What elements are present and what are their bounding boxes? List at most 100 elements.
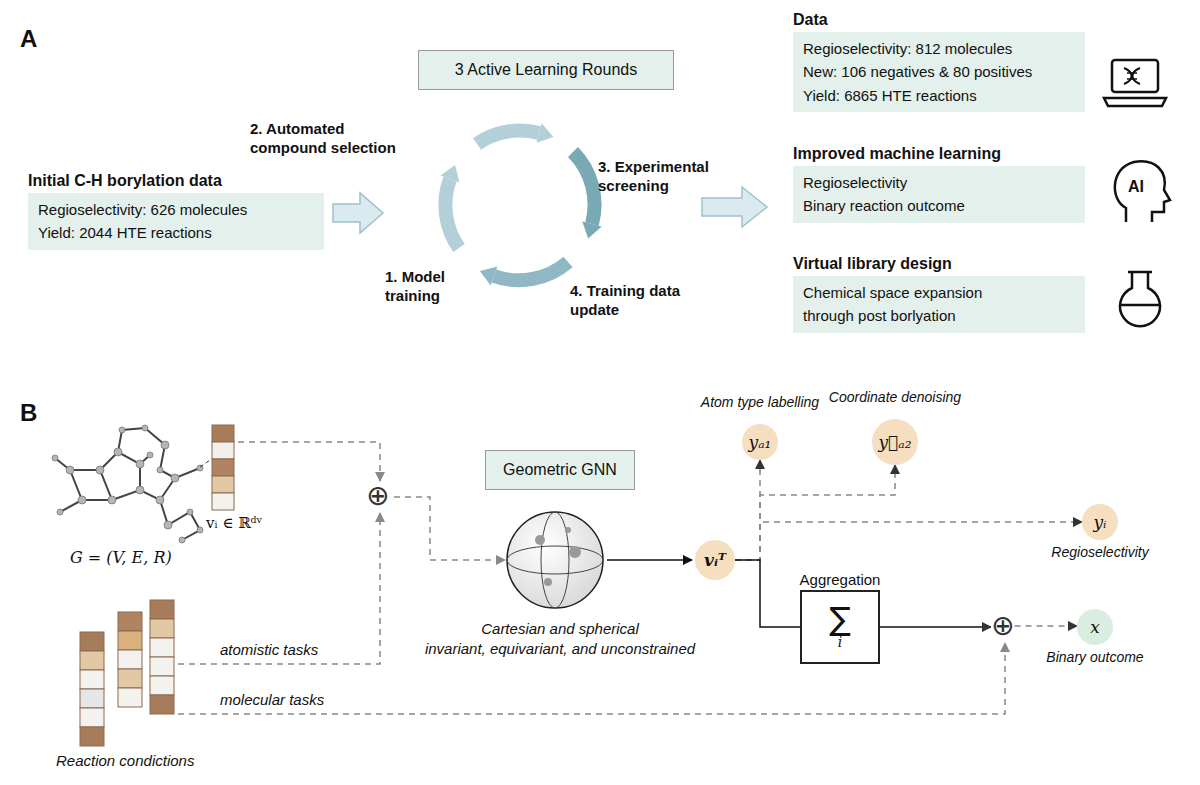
node-circle: xBinary outcome (1077, 609, 1113, 645)
drawing-path (160, 500, 200, 540)
node-text: 3 Active Learning Rounds (455, 61, 637, 79)
drawing-rect (118, 650, 142, 669)
vector-formula: vᵢ ∈ ℝᵈᵛ (206, 514, 262, 533)
node-text: through post borlyation (803, 304, 1075, 327)
process-box: 3 Active Learning Rounds (418, 50, 674, 90)
drawing-circle (161, 441, 169, 449)
drawing-rect (80, 708, 104, 727)
drawing-path (178, 513, 380, 664)
panel-letter: B (20, 398, 37, 428)
node-circle: Coordinate denoisingy⃗ₐ₂ (872, 419, 918, 465)
drawing-path (1115, 161, 1170, 222)
icon-text: AI (1128, 177, 1144, 197)
drawing-rect (150, 600, 174, 619)
drawing-path (100, 452, 140, 490)
drawing-rect (150, 638, 174, 657)
cycle-step: 1. Model training (385, 268, 485, 306)
drawing-circle (535, 535, 545, 545)
drawing-rect (212, 459, 234, 476)
drawing-g (178, 442, 1005, 714)
drawing-line (200, 460, 210, 467)
node-caption: Atom type labelling (701, 394, 819, 410)
drawing-rect (150, 657, 174, 676)
drawing-rect (150, 676, 174, 695)
panel-letter: A (20, 24, 37, 54)
connector (735, 460, 760, 560)
line-label: atomistic tasks (218, 641, 320, 660)
connector (735, 522, 1082, 560)
drawing-rect (118, 688, 142, 707)
node-text: yᵢ (1093, 512, 1106, 532)
box-heading: Initial C-H borylation data (28, 172, 222, 190)
drawing-circle (142, 425, 148, 431)
drawing-g (212, 425, 234, 510)
drawing-rect (80, 632, 104, 651)
drawing-path (477, 131, 539, 144)
drawing-rect (80, 689, 104, 708)
drawing-circle (136, 486, 144, 494)
drawing-g (52, 425, 203, 543)
drawing-path (55, 455, 150, 512)
box-heading: Virtual library design (793, 255, 952, 273)
node-caption: Regioselectivity (1051, 544, 1148, 560)
drawing-path (118, 428, 175, 478)
drawing-rect (118, 612, 142, 631)
cycle-step: 3. Experimental screening (598, 158, 748, 196)
drawing-polygon (582, 221, 601, 238)
node-circle: vᵢᵀ (695, 540, 735, 580)
drawing-polygon (441, 165, 460, 183)
drawing-polygon (536, 123, 553, 142)
process-box: Improved machine learningRegioselectivit… (793, 166, 1085, 223)
drawing-circle (565, 527, 571, 533)
process-box: DataRegioselectivity: 812 moleculesNew: … (793, 32, 1085, 112)
drawing-path (607, 559, 692, 561)
graph-formula: G = (V, E, R) (70, 548, 172, 568)
drawing-path (702, 187, 767, 227)
drawing-circle (569, 546, 581, 558)
drawing-rect (80, 651, 104, 670)
drawing-circle (52, 455, 58, 461)
drawing-rect (212, 442, 234, 459)
node-text: Geometric GNN (503, 461, 617, 479)
drawing-ellipse (541, 512, 569, 608)
drawing-path (445, 179, 459, 248)
drawing-rect (118, 669, 142, 688)
drawing-rect (212, 425, 234, 442)
drawing-g (1120, 272, 1160, 326)
drawing-circle (78, 496, 86, 504)
drawing-circle (96, 466, 104, 474)
drawing-circle (179, 537, 185, 543)
drawing-path (394, 497, 505, 560)
drawing-circle (136, 460, 144, 468)
drawing-circle (147, 452, 153, 458)
sphere-caption: invariant, equivariant, and unconstraine… (395, 640, 725, 659)
node-text: Binary reaction outcome (803, 194, 1075, 217)
drawing-rect (150, 695, 174, 714)
operator-symbol: ⊕ (366, 482, 389, 510)
node-text: Chemical space expansion (803, 281, 1075, 304)
drawing-rect (1112, 60, 1158, 92)
drawing-g (1104, 60, 1166, 106)
drawing-rect (80, 727, 104, 746)
line-label: molecular tasks (218, 691, 326, 710)
node-circle: Atom type labellingyₐ₁ (742, 424, 778, 460)
operator-symbol: ⊕ (991, 612, 1014, 640)
drawing-rect (150, 619, 174, 638)
drawing-circle (114, 448, 122, 456)
drawing-path (573, 152, 595, 224)
node-text: Yield: 6865 HTE reactions (803, 84, 1075, 107)
drawing-g (80, 600, 174, 746)
drawing-path (238, 442, 380, 481)
drawing-rect (80, 670, 104, 689)
drawing-rect (212, 493, 234, 510)
connector (735, 465, 895, 560)
process-box: Virtual library designChemical space exp… (793, 276, 1085, 333)
node-text: ⊕ (991, 612, 1014, 640)
drawing-g (445, 131, 594, 281)
drawing-path (1121, 304, 1159, 307)
cycle-step: 2. Automated compound selection (250, 120, 400, 158)
drawing-circle (507, 512, 603, 608)
drawing-path (1128, 271, 1152, 274)
drawing-circle (66, 466, 74, 474)
